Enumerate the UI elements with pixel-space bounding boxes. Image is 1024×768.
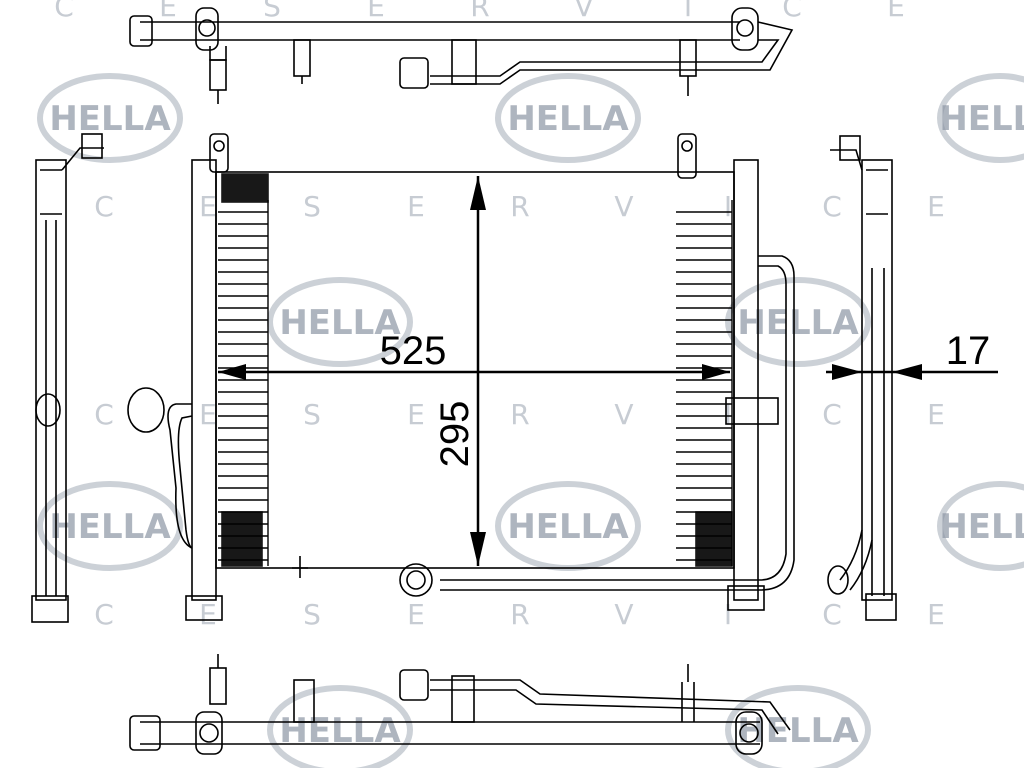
hella-logo-text: HELLA bbox=[939, 99, 1024, 139]
service-watermark-letter: E bbox=[407, 598, 425, 631]
service-watermark-letter: C bbox=[822, 190, 842, 223]
hella-logo: HELLA bbox=[937, 481, 1024, 571]
service-watermark-letter: E bbox=[927, 398, 945, 431]
dimension-width: 525 bbox=[218, 329, 730, 380]
front-view bbox=[127, 133, 795, 621]
dimension-depth: 17 bbox=[826, 329, 998, 380]
service-watermark-rows: C E S E R V I C E C E S E R V I C E C E S E R V I C E C E S E R V I C E bbox=[54, 0, 945, 631]
service-watermark-letter: V bbox=[614, 398, 633, 431]
service-watermark-letter: C bbox=[94, 398, 114, 431]
service-watermark-letter: C bbox=[54, 0, 74, 23]
hella-logo-text: HELLA bbox=[49, 99, 171, 139]
fin-block-right bbox=[676, 200, 733, 566]
service-watermark-letter: I bbox=[724, 398, 732, 431]
hella-logo-text: HELLA bbox=[507, 507, 629, 547]
hella-logo: HELLA bbox=[937, 73, 1024, 163]
width-dimension-label: 525 bbox=[380, 329, 447, 373]
hella-logo-text: HELLA bbox=[939, 507, 1024, 547]
service-watermark-letter: R bbox=[470, 0, 489, 23]
service-watermark-letter: V bbox=[614, 598, 633, 631]
left-side-view bbox=[31, 133, 104, 623]
hella-logo-text: HELLA bbox=[507, 99, 629, 139]
hella-logo: HELLA bbox=[495, 481, 641, 571]
service-watermark-letter: C bbox=[822, 398, 842, 431]
service-watermark-letter: S bbox=[303, 190, 321, 223]
top-view bbox=[129, 7, 794, 104]
condenser-core bbox=[215, 171, 735, 569]
hella-logo: HELLA bbox=[37, 481, 183, 571]
service-watermark-letter: C bbox=[822, 598, 842, 631]
hella-logo-text: HELLA bbox=[279, 303, 401, 343]
service-watermark-letter: E bbox=[927, 190, 945, 223]
fin-block-left bbox=[218, 200, 269, 566]
bottom-view bbox=[129, 654, 791, 755]
service-watermark-letter: C bbox=[94, 598, 114, 631]
hella-logo: HELLA bbox=[725, 277, 871, 367]
hella-logo-text: HELLA bbox=[737, 303, 859, 343]
service-watermark-letter: R bbox=[510, 598, 529, 631]
service-watermark-letter: R bbox=[510, 398, 529, 431]
service-watermark-letter: S bbox=[303, 398, 321, 431]
service-watermark-letter: E bbox=[199, 398, 217, 431]
hella-logo: HELLA bbox=[495, 73, 641, 163]
left-header-tank bbox=[191, 159, 217, 601]
service-watermark-letter: E bbox=[407, 190, 425, 223]
service-watermark-letter: E bbox=[159, 0, 177, 23]
service-watermark-letter: E bbox=[887, 0, 905, 23]
service-watermark-letter: E bbox=[407, 398, 425, 431]
service-watermark-letter: I bbox=[684, 0, 692, 23]
hella-logo-text: HELLA bbox=[737, 711, 859, 751]
service-watermark-letter: S bbox=[303, 598, 321, 631]
right-header-tank bbox=[733, 159, 759, 601]
height-dimension-label: 295 bbox=[433, 401, 477, 468]
service-watermark-letter: E bbox=[367, 0, 385, 23]
service-watermark-letter: I bbox=[724, 598, 732, 631]
dimension-height: 295 bbox=[433, 176, 486, 566]
right-side-view bbox=[827, 135, 897, 621]
service-watermark-letter: V bbox=[574, 0, 593, 23]
hella-logo: HELLA bbox=[725, 685, 871, 768]
service-watermark-letter: C bbox=[94, 190, 114, 223]
hella-logo: HELLA bbox=[37, 73, 183, 163]
service-watermark-letter: S bbox=[263, 0, 281, 23]
hella-logo-text: HELLA bbox=[279, 711, 401, 751]
hella-logo-text: HELLA bbox=[49, 507, 171, 547]
service-watermark-letter: V bbox=[614, 190, 633, 223]
hella-logo: HELLA bbox=[267, 277, 413, 367]
service-watermark-letter: I bbox=[724, 190, 732, 223]
hella-logo: HELLA bbox=[267, 685, 413, 768]
service-watermark-letter: E bbox=[199, 190, 217, 223]
service-watermark-letter: E bbox=[199, 598, 217, 631]
service-watermark-letter: R bbox=[510, 190, 529, 223]
service-watermark-letter: C bbox=[782, 0, 802, 23]
service-watermark-letter: E bbox=[927, 598, 945, 631]
watermark-layer: HELLA HELLA HELLA HELLA HELLA HELLA HELL… bbox=[37, 0, 1024, 768]
depth-dimension-label: 17 bbox=[946, 329, 991, 373]
